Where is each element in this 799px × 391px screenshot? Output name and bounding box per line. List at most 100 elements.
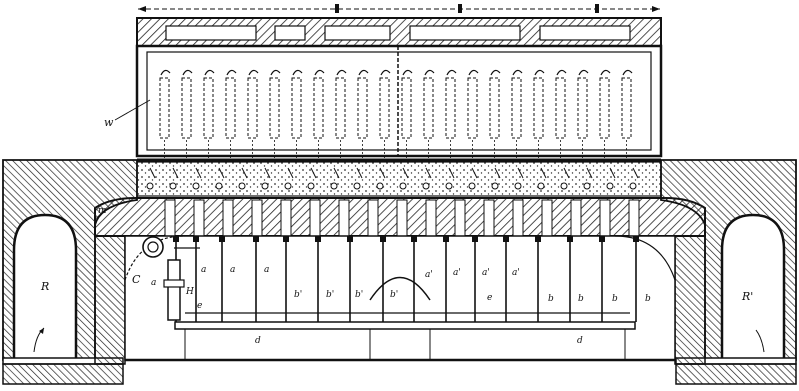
pipe-cap — [535, 236, 541, 242]
drying-rack — [357, 77, 368, 139]
label-b-prime-3: b' — [355, 290, 363, 300]
vault-rib — [338, 199, 350, 237]
vault-rib — [251, 199, 263, 237]
flue-stroke — [333, 167, 340, 179]
flue-stroke — [195, 167, 202, 179]
drying-rack — [269, 77, 280, 139]
flue-opening — [376, 182, 384, 190]
drying-rack — [423, 77, 434, 139]
rack-hook — [358, 69, 369, 76]
pipe-cap — [380, 236, 386, 242]
vault-rib — [222, 199, 234, 237]
label-e-1: e — [197, 301, 202, 311]
rack-hook — [248, 69, 259, 76]
flue-stroke — [425, 167, 432, 179]
label-a-prime-4: a' — [512, 268, 520, 278]
drying-rack — [511, 77, 522, 139]
label-d-1: d — [255, 336, 261, 346]
label-a-prime-1: a' — [425, 270, 433, 280]
label-c: C — [132, 273, 141, 286]
rack-hook — [534, 69, 545, 76]
flue-stroke — [287, 167, 294, 179]
rack-hook — [182, 69, 193, 76]
vault-rib — [367, 199, 379, 237]
vault-rib — [164, 199, 176, 237]
pipe-cap — [411, 236, 417, 242]
label-d-2: d — [577, 336, 583, 346]
drying-rack — [203, 77, 214, 139]
flue-stroke — [264, 167, 271, 179]
flue-opening — [629, 182, 637, 190]
label-b-2: b — [578, 294, 584, 304]
flue-stroke — [540, 167, 547, 179]
flue-stroke — [494, 167, 501, 179]
flue-opening — [238, 182, 246, 190]
rack-hook — [446, 69, 457, 76]
flue-stroke — [448, 167, 455, 179]
drying-rack — [291, 77, 302, 139]
drying-rack — [247, 77, 258, 139]
rack-hook — [402, 69, 413, 76]
flue-opening — [560, 182, 568, 190]
pipe-cap — [253, 236, 259, 242]
rack-hook — [578, 69, 589, 76]
label-b-4: b — [645, 294, 651, 304]
flue-stroke — [149, 167, 156, 179]
label-h: H — [185, 287, 194, 297]
label-a-1: a — [201, 265, 206, 275]
flue-opening — [146, 182, 154, 190]
drying-rack — [621, 77, 632, 139]
drying-racks — [159, 46, 633, 160]
rack-hook — [160, 69, 171, 76]
right-masonry: R' — [660, 159, 797, 385]
drying-rack — [599, 77, 610, 139]
rack-hook — [204, 69, 215, 76]
flue-stroke — [471, 167, 478, 179]
flue-stroke — [218, 167, 225, 179]
drying-rack — [533, 77, 544, 139]
rack-hook — [468, 69, 479, 76]
flue-opening — [307, 182, 315, 190]
dimension-line — [138, 4, 660, 13]
vault-ribs — [164, 199, 640, 237]
pipe-cap — [219, 236, 225, 242]
vault-rib — [628, 199, 640, 237]
flue-opening — [169, 182, 177, 190]
flue-stroke — [586, 167, 593, 179]
pipe-cap — [599, 236, 605, 242]
vault-rib — [396, 199, 408, 237]
flue-opening — [353, 182, 361, 190]
flue-stroke — [609, 167, 616, 179]
drying-rack — [555, 77, 566, 139]
flue-opening — [583, 182, 591, 190]
boiler-c — [142, 236, 200, 321]
vault-rib — [454, 199, 466, 237]
label-a-0: a — [151, 278, 156, 288]
label-w: w — [104, 116, 114, 129]
drying-rack — [159, 77, 170, 139]
drying-rack — [489, 77, 500, 139]
drying-rack — [181, 77, 192, 139]
label-a-2: a — [230, 265, 235, 275]
pipe-cap — [193, 236, 199, 242]
label-a-3: a — [264, 265, 269, 275]
label-r-right: R' — [741, 290, 753, 303]
label-m: m — [98, 206, 107, 216]
label-e-2: e — [487, 293, 492, 303]
left-masonry: R — [2, 159, 138, 385]
vault-rib — [193, 199, 205, 237]
drying-rack — [445, 77, 456, 139]
rack-hook — [424, 69, 435, 76]
vault-rib — [425, 199, 437, 237]
vault — [94, 197, 706, 237]
label-b-1: b — [548, 294, 554, 304]
flue-opening — [261, 182, 269, 190]
pipe-cap — [567, 236, 573, 242]
flue-opening — [422, 182, 430, 190]
rack-hook — [314, 69, 325, 76]
vault-rib — [483, 199, 495, 237]
drying-rack — [467, 77, 478, 139]
drying-rack — [401, 77, 412, 139]
flue-stroke — [379, 167, 386, 179]
